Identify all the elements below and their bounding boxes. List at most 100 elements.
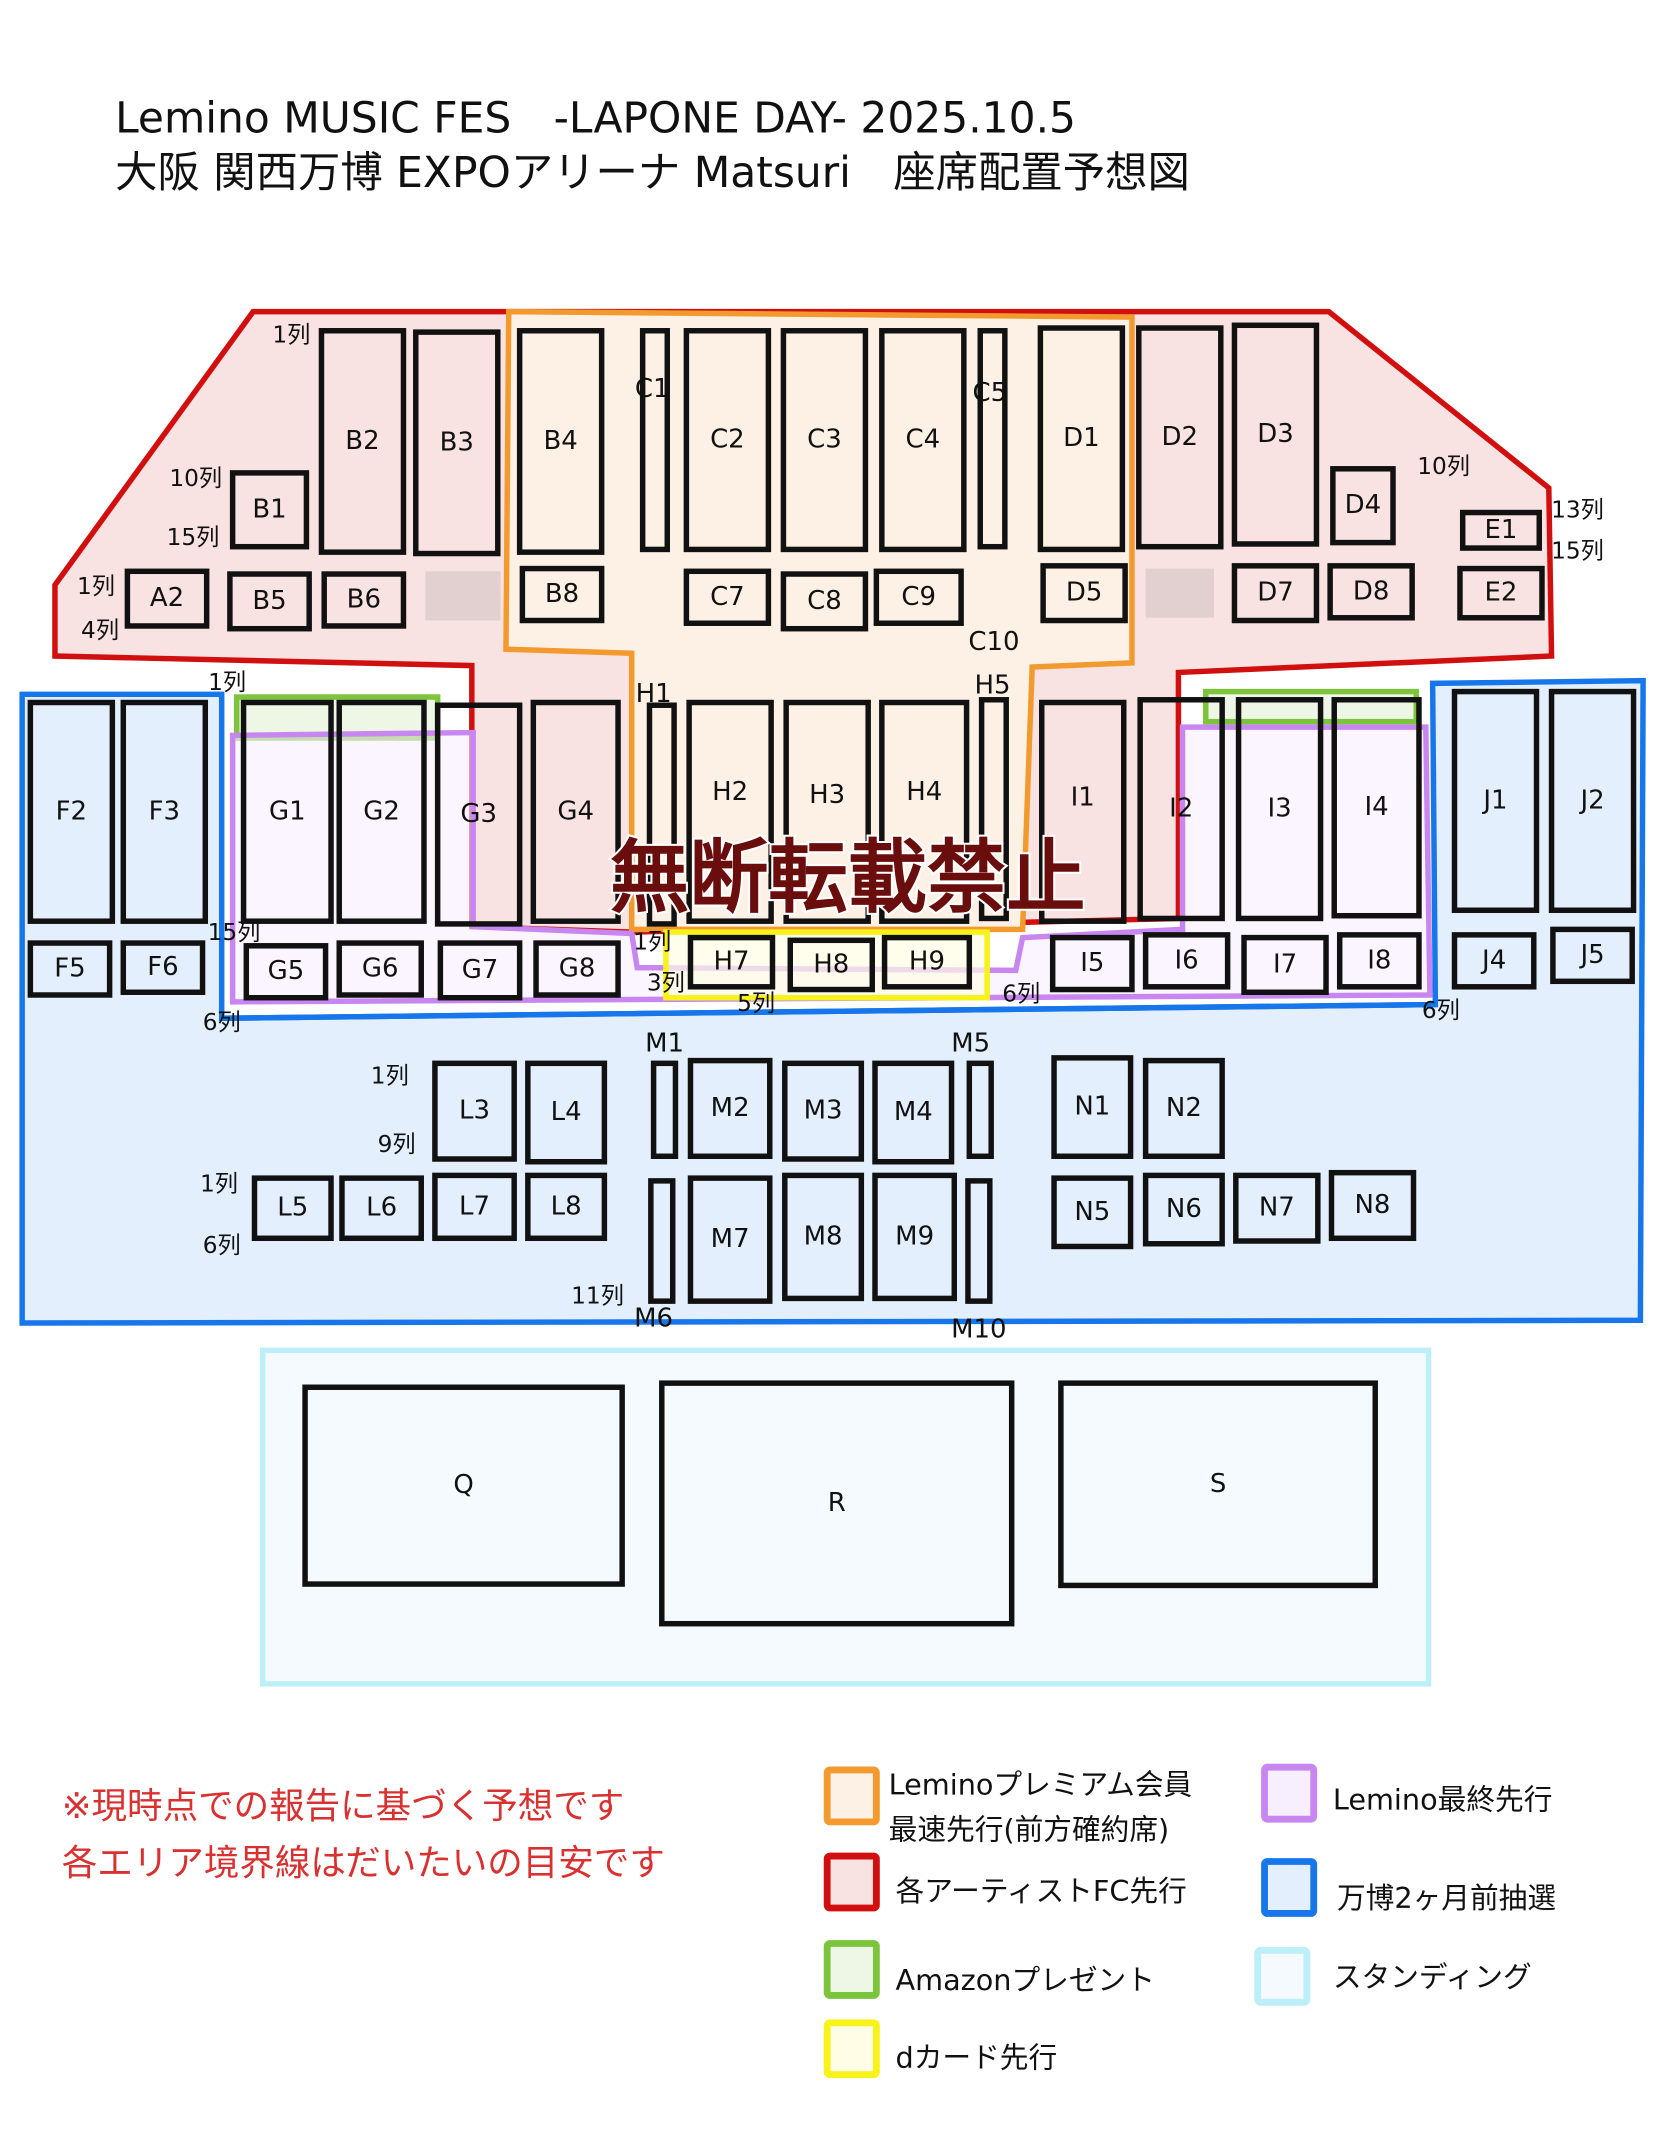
seat-block-d7[interactable]: D7 <box>1231 563 1320 624</box>
seat-block-m5[interactable]: M5 <box>951 1029 994 1160</box>
seat-block-outline <box>1051 1055 1134 1160</box>
seat-block-j2[interactable]: J2 <box>1548 688 1637 913</box>
seat-block-m1[interactable]: M1 <box>645 1029 684 1160</box>
seat-block-f6[interactable]: F6 <box>120 940 206 995</box>
seat-block-j4[interactable]: J4 <box>1451 932 1537 990</box>
seat-block-g7[interactable]: G7 <box>437 940 523 1001</box>
seat-block-d4[interactable]: D4 <box>1330 466 1396 546</box>
seat-block-l8[interactable]: L8 <box>525 1172 608 1242</box>
seat-block-j1[interactable]: J1 <box>1451 688 1540 913</box>
seat-block-e2[interactable]: E2 <box>1457 565 1545 621</box>
seat-block-f5[interactable]: F5 <box>27 940 113 998</box>
seat-block-outline <box>120 699 209 924</box>
seat-block-h5[interactable]: H5 <box>975 671 1011 922</box>
seat-block-e1[interactable]: E1 <box>1459 509 1542 551</box>
row-label: 1列 <box>77 573 115 600</box>
seat-block-outline <box>120 940 206 995</box>
seat-block-m3[interactable]: M3 <box>782 1060 865 1162</box>
seat-block-c9[interactable]: C9 <box>873 568 964 626</box>
seat-block-outline <box>432 1172 517 1242</box>
seat-block-h9[interactable]: H9 <box>881 934 973 990</box>
seat-block-n7[interactable]: N7 <box>1233 1172 1321 1244</box>
seat-block-j5[interactable]: J5 <box>1550 926 1635 985</box>
seat-block-n6[interactable]: N6 <box>1142 1172 1225 1247</box>
seat-block-h3[interactable]: H3 <box>783 699 871 924</box>
seat-block-label: J1 <box>1481 785 1507 815</box>
seat-block-d2[interactable]: D2 <box>1136 325 1224 550</box>
seat-block-i5[interactable]: I5 <box>1049 934 1135 993</box>
seat-block-n8[interactable]: N8 <box>1328 1169 1417 1242</box>
seat-block-m6[interactable]: M6 <box>634 1178 676 1334</box>
zone-expo <box>19 677 1646 1326</box>
seat-block-i1[interactable]: I1 <box>1039 699 1127 924</box>
seat-block-i2[interactable]: I2 <box>1137 697 1225 922</box>
seat-block-m9[interactable]: M9 <box>872 1172 958 1302</box>
seat-block-outline <box>525 1060 608 1165</box>
seat-block-c8[interactable]: C8 <box>780 571 869 632</box>
seat-block-g3[interactable]: G3 <box>434 702 523 927</box>
seat-block-h7[interactable]: H7 <box>687 934 776 990</box>
seat-block-f2[interactable]: F2 <box>27 699 116 924</box>
seat-block-label: G4 <box>557 796 594 826</box>
seat-block-g5[interactable]: G5 <box>243 943 329 1001</box>
seat-block-i8[interactable]: I8 <box>1336 932 1422 990</box>
legend-item-standing: スタンディング <box>1254 1946 1532 2006</box>
seat-block-i6[interactable]: I6 <box>1142 932 1231 990</box>
seat-block-f3[interactable]: F3 <box>120 699 209 924</box>
seat-block-l3[interactable]: L3 <box>432 1060 517 1162</box>
seat-block-i7[interactable]: I7 <box>1241 934 1329 995</box>
seat-block-m7[interactable]: M7 <box>687 1175 773 1304</box>
seat-block-h8[interactable]: H8 <box>787 937 876 993</box>
seat-block-r[interactable]: R <box>659 1380 1015 1627</box>
seat-block-l6[interactable]: L6 <box>339 1175 424 1242</box>
seat-block-b3[interactable]: B3 <box>413 329 501 557</box>
seat-block-h2[interactable]: H2 <box>686 699 774 924</box>
seat-block-d3[interactable]: D3 <box>1231 322 1320 547</box>
seat-block-outline <box>321 571 407 629</box>
seat-block-c1[interactable]: C1 <box>635 328 670 553</box>
seat-block-i3[interactable]: I3 <box>1235 697 1324 922</box>
seat-block-h1[interactable]: H1 <box>636 679 677 927</box>
seat-block-d1[interactable]: D1 <box>1037 325 1126 553</box>
seat-block-b1[interactable]: B1 <box>229 470 310 550</box>
title-line-1: Lemino MUSIC FES -LAPONE DAY- 2025.10.5 <box>115 94 1076 143</box>
legend-label: 各アーティストFC先行 <box>896 1874 1187 1908</box>
seat-block-c2[interactable]: C2 <box>683 328 772 553</box>
seat-block-d5[interactable]: D5 <box>1040 563 1128 624</box>
seat-block-l4[interactable]: L4 <box>525 1060 608 1165</box>
seat-block-c3[interactable]: C3 <box>780 328 869 553</box>
seat-block-i4[interactable]: I4 <box>1331 697 1422 919</box>
seat-block-g2[interactable]: G2 <box>336 699 427 924</box>
seat-block-b2[interactable]: B2 <box>318 328 407 555</box>
seat-block-n1[interactable]: N1 <box>1051 1055 1134 1160</box>
seat-block-n2[interactable]: N2 <box>1142 1057 1225 1160</box>
seat-block-l5[interactable]: L5 <box>251 1175 334 1242</box>
seat-block-outline <box>873 568 964 626</box>
seat-block-q[interactable]: Q <box>302 1384 625 1587</box>
seat-block-m10[interactable]: M10 <box>951 1178 1007 1344</box>
seat-block-h4[interactable]: H4 <box>879 699 970 924</box>
seat-block-c10[interactable]: C10 <box>968 627 1019 657</box>
seat-block-l7[interactable]: L7 <box>432 1172 517 1242</box>
seat-block-g1[interactable]: G1 <box>240 699 334 924</box>
seat-block-g4[interactable]: G4 <box>530 699 621 924</box>
seat-block-a2[interactable]: A2 <box>124 568 210 629</box>
seat-block-label: I6 <box>1175 945 1199 975</box>
seat-block-c7[interactable]: C7 <box>683 568 772 626</box>
seat-block-m8[interactable]: M8 <box>782 1172 865 1302</box>
seat-block-m4[interactable]: M4 <box>872 1060 955 1165</box>
seat-block-b5[interactable]: B5 <box>227 571 312 632</box>
seat-block-b8[interactable]: B8 <box>519 565 605 624</box>
seat-block-label: M6 <box>634 1303 673 1333</box>
seat-block-d8[interactable]: D8 <box>1327 563 1415 621</box>
seat-block-s[interactable]: S <box>1058 1380 1378 1589</box>
seat-block-g8[interactable]: G8 <box>533 940 621 998</box>
seat-block-m2[interactable]: M2 <box>687 1057 773 1160</box>
seat-block-n5[interactable]: N5 <box>1051 1175 1134 1250</box>
seat-block-c4[interactable]: C4 <box>879 328 967 553</box>
seat-block-c5[interactable]: C5 <box>972 328 1008 550</box>
seat-block-g6[interactable]: G6 <box>336 940 424 998</box>
seat-block-b6[interactable]: B6 <box>321 571 407 629</box>
seat-block-b4[interactable]: B4 <box>516 328 605 555</box>
